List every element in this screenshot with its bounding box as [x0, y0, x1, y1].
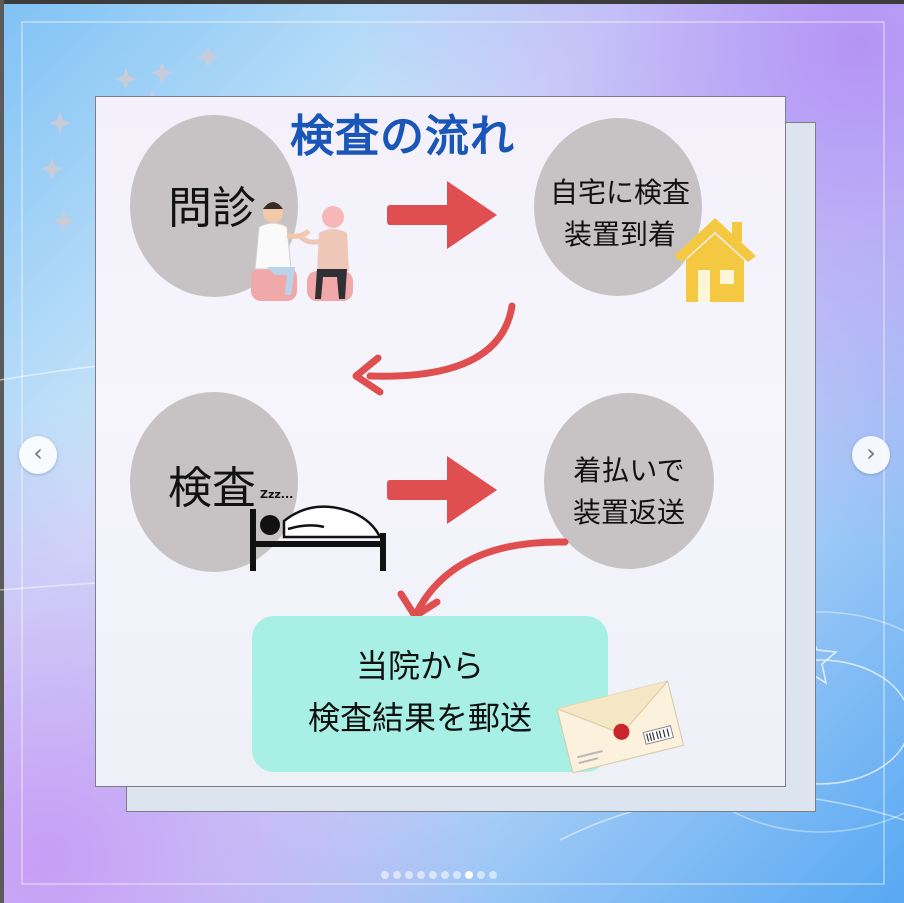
prev-slide-button[interactable]: ‹ — [19, 436, 57, 474]
step-return-circle — [544, 393, 714, 569]
carousel-dots — [381, 871, 497, 879]
step-return-label: 着払いで 装置返送 — [546, 450, 712, 534]
carousel-dot[interactable] — [405, 871, 413, 879]
result-label: 当院から 検査結果を郵送 — [270, 640, 570, 744]
doctor-patient-icon — [251, 202, 353, 301]
carousel-dot[interactable] — [453, 871, 461, 879]
carousel-dot[interactable] — [489, 871, 497, 879]
step-arrival-circle — [534, 118, 702, 296]
carousel-dot[interactable] — [429, 871, 437, 879]
page-title: 検査の流れ — [290, 111, 515, 162]
sleeping-bed-icon — [250, 505, 386, 571]
result-line-1: 当院から — [355, 647, 484, 685]
result-line-2: 検査結果を郵送 — [307, 699, 532, 737]
arrow-right-2-icon — [387, 456, 497, 524]
zzz-label: Zzz... — [260, 488, 294, 501]
carousel-dot[interactable] — [477, 871, 485, 879]
curved-arrow-2-icon — [397, 538, 569, 620]
step-arrival-line-1: 自宅に検査 — [549, 176, 690, 209]
carousel-dot[interactable] — [441, 871, 449, 879]
step-test-label: 検査 — [168, 463, 256, 514]
next-slide-button[interactable]: › — [852, 436, 890, 474]
curved-arrow-1-icon — [352, 302, 516, 396]
carousel-dot[interactable] — [465, 871, 473, 879]
result-box — [252, 616, 608, 772]
house-icon — [674, 218, 756, 302]
carousel-dot[interactable] — [393, 871, 401, 879]
envelope-icon — [556, 680, 685, 774]
step-arrival-line-2: 装置到着 — [563, 218, 676, 251]
carousel-dot[interactable] — [381, 871, 389, 879]
arrow-right-1-icon — [387, 181, 497, 249]
chevron-left-icon: ‹ — [33, 439, 43, 467]
carousel-dot[interactable] — [417, 871, 425, 879]
step-interview-label: 問診 — [168, 183, 256, 234]
step-return-line-1: 着払いで — [573, 454, 685, 487]
step-arrival-label: 自宅に検査 装置到着 — [538, 172, 702, 256]
chevron-right-icon: › — [866, 439, 876, 467]
step-return-line-2: 装置返送 — [572, 496, 685, 529]
